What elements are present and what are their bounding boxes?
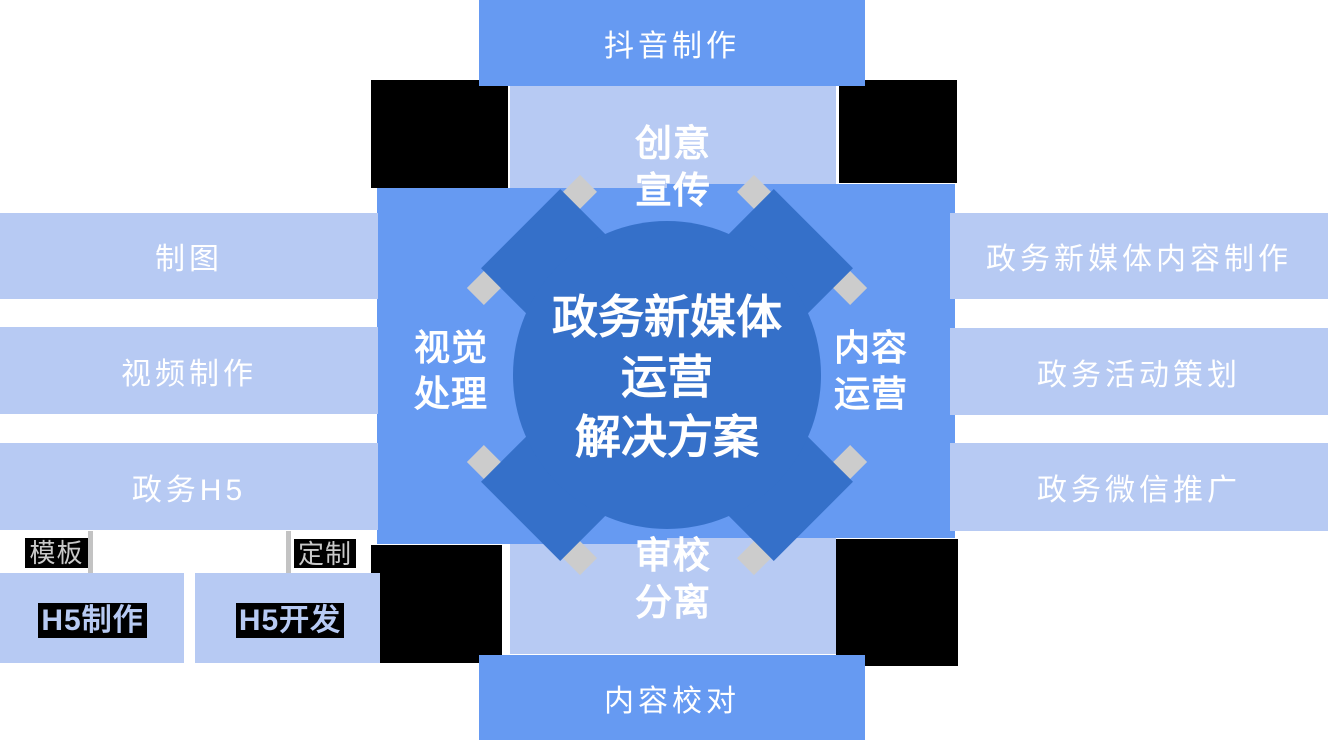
- box-activity-planning: 政务活动策划: [950, 328, 1328, 415]
- branch-line-left: [88, 531, 93, 573]
- box-government-h5: 政务H5: [0, 443, 378, 530]
- petal-label-bottom-line1: 审校: [635, 535, 711, 576]
- center-title: 政务新媒体 运营 解决方案: [487, 287, 847, 467]
- box-wechat-promotion-label: 政务微信推广: [1037, 474, 1241, 507]
- center-title-line1: 政务新媒体: [552, 291, 782, 343]
- petal-label-right-line2: 运营: [833, 373, 908, 414]
- tag-custom-label: 定制: [297, 538, 352, 569]
- center-circle: [513, 221, 821, 529]
- petal-label-left: 视觉 处理: [379, 325, 523, 417]
- black-block-bottom-right: [836, 539, 958, 666]
- black-block-top-right: [839, 80, 957, 183]
- box-wechat-promotion: 政务微信推广: [950, 443, 1328, 531]
- petal-label-left-line1: 视觉: [413, 327, 488, 368]
- tag-custom: 定制: [294, 538, 356, 569]
- box-douyin-production-label: 抖音制作: [604, 30, 740, 63]
- petal-label-right: 内容 运营: [799, 325, 943, 417]
- petal-label-top-line2: 宣传: [635, 170, 711, 211]
- petal-label-bottom: 审校 分离: [510, 532, 836, 626]
- box-newmedia-content-production: 政务新媒体内容制作: [950, 213, 1328, 299]
- petal-label-left-line2: 处理: [413, 373, 488, 414]
- center-title-line2: 运营: [621, 351, 713, 403]
- box-chart-making: 制图: [0, 213, 378, 299]
- box-activity-planning-label: 政务活动策划: [1037, 358, 1241, 392]
- box-newmedia-content-production-label: 政务新媒体内容制作: [986, 243, 1292, 276]
- tag-template: 模板: [25, 538, 88, 568]
- branch-line-right: [286, 531, 291, 573]
- box-video-production-label: 视频制作: [121, 357, 257, 391]
- center-gear-ornament: [466, 174, 868, 576]
- tag-template-label: 模板: [29, 538, 84, 568]
- center-title-line3: 解决方案: [575, 411, 759, 463]
- black-block-top-left: [371, 80, 508, 188]
- tag-h5-development-label: H5开发: [238, 604, 342, 637]
- petal-label-right-line1: 内容: [833, 327, 908, 368]
- tag-h5-making-label: H5制作: [41, 604, 144, 637]
- box-chart-making-label: 制图: [155, 243, 223, 276]
- box-government-h5-label: 政务H5: [131, 473, 247, 507]
- box-content-proofreading: 内容校对: [479, 655, 865, 740]
- petal-label-bottom-line2: 分离: [635, 582, 711, 623]
- petal-label-top-line1: 创意: [635, 123, 711, 164]
- black-block-bottom-left: [371, 545, 502, 663]
- tag-h5-development: H5开发: [236, 603, 344, 638]
- gear-teeth: [481, 189, 853, 561]
- box-content-proofreading-label: 内容校对: [604, 684, 740, 718]
- box-douyin-production: 抖音制作: [479, 0, 865, 86]
- petal-label-top: 创意 宣传: [510, 120, 836, 214]
- tag-h5-making: H5制作: [38, 603, 147, 638]
- box-video-production: 视频制作: [0, 327, 378, 414]
